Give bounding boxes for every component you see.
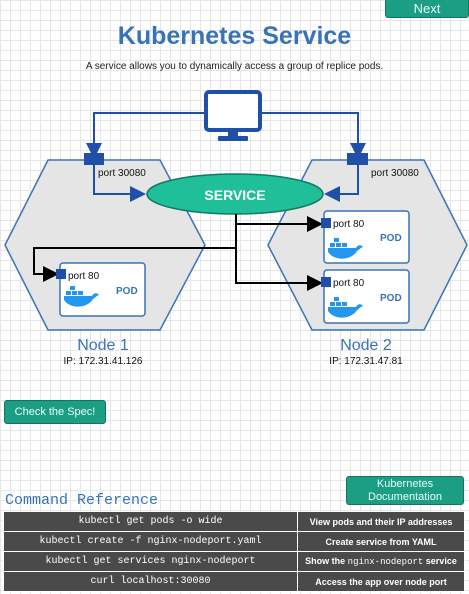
- route-to-node2-pod2: [235, 248, 323, 291]
- node1-port-label: port 30080: [98, 168, 146, 179]
- node2-port-label: port 30080: [371, 168, 419, 179]
- command-reference-heading: Command Reference: [5, 492, 159, 509]
- route-to-node1-pod: [33, 214, 237, 282]
- node2-ip: IP: 172.31.47.81: [329, 356, 403, 367]
- command-cell: kubectl create -f nginx-nodeport.yaml: [3, 531, 298, 552]
- command-cell: curl localhost:30080: [3, 571, 298, 592]
- node1-port-to-service: [93, 165, 146, 202]
- node1-name: Node 1: [77, 337, 129, 354]
- description-cell: View pods and their IP addresses: [297, 511, 465, 532]
- command-table: kubectl get pods -o wide View pods and t…: [3, 511, 465, 592]
- svg-text:POD: POD: [116, 286, 138, 297]
- description-cell: Show the nginx-nodeport service: [297, 551, 465, 572]
- description-cell: Access the app over node port: [297, 571, 465, 592]
- docs-button-line1: Kubernetes: [376, 477, 434, 490]
- node2-pod-2: port 80 POD: [321, 269, 410, 324]
- service-diagram: port 30080 port 30080 SERVICE port 80 PO…: [4, 90, 468, 367]
- table-row: curl localhost:30080 Access the app over…: [3, 571, 465, 592]
- node2-port-square: [347, 153, 368, 165]
- kubernetes-docs-button[interactable]: Kubernetes Documentation: [346, 476, 464, 505]
- docker-icon: [328, 238, 363, 259]
- node2-port-to-service: [324, 165, 359, 202]
- client-link-node2: [260, 112, 366, 159]
- svg-text:POD: POD: [380, 233, 402, 244]
- service-label: SERVICE: [204, 187, 265, 203]
- table-row: kubectl get services nginx-nodeport Show…: [3, 551, 465, 572]
- table-row: kubectl get pods -o wide View pods and t…: [3, 511, 465, 532]
- node2-pod-1: port 80 POD: [321, 210, 410, 264]
- command-cell: kubectl get services nginx-nodeport: [3, 551, 298, 572]
- client-link-node1: [86, 112, 206, 159]
- node1-port-square: [84, 153, 104, 165]
- svg-text:port 80: port 80: [333, 278, 365, 289]
- docker-icon: [64, 286, 99, 307]
- node1-pod: port 80 POD: [56, 262, 146, 317]
- svg-text:port 80: port 80: [333, 219, 365, 230]
- check-spec-button[interactable]: Check the Spec!: [4, 400, 106, 424]
- node2-name: Node 2: [340, 337, 392, 354]
- next-button[interactable]: Next: [385, 0, 469, 18]
- svg-text:port 80: port 80: [68, 271, 100, 282]
- node1-ip: IP: 172.31.41.126: [64, 356, 143, 367]
- description-cell: Create service from YAML: [297, 531, 465, 552]
- docker-icon: [328, 297, 363, 318]
- command-cell: kubectl get pods -o wide: [3, 511, 298, 532]
- page-title: Kubernetes Service: [117, 22, 352, 50]
- monitor-icon: [204, 90, 262, 141]
- table-row: kubectl create -f nginx-nodeport.yaml Cr…: [3, 531, 465, 552]
- docs-button-line2: Documentation: [368, 490, 442, 503]
- svg-text:POD: POD: [380, 293, 402, 304]
- page-subtitle: A service allows you to dynamically acce…: [85, 61, 384, 72]
